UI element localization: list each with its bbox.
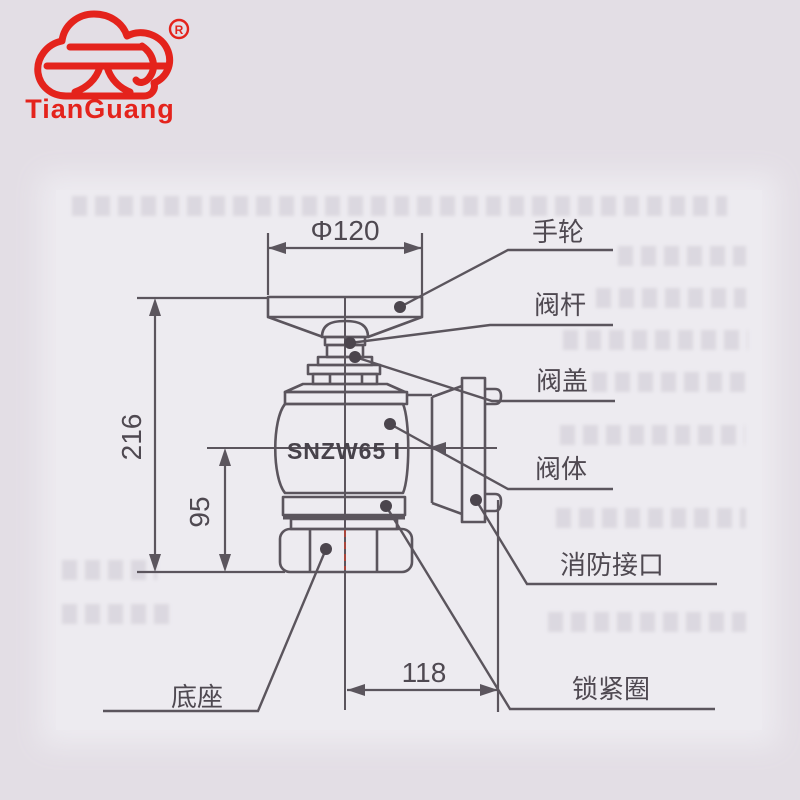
leader-handwheel bbox=[399, 248, 613, 309]
anchor-dot-fire-connection bbox=[470, 494, 482, 506]
outlet-flange bbox=[460, 376, 487, 524]
anchor-dot-valve-stem bbox=[344, 337, 356, 349]
svg-text:R: R bbox=[175, 23, 184, 37]
bleed-through-text bbox=[618, 246, 746, 266]
logo-char-stroke bbox=[103, 63, 134, 96]
bleed-through-text bbox=[72, 196, 727, 216]
model-marking: SNZW65 I bbox=[287, 438, 401, 464]
leader-lock-ring bbox=[384, 505, 715, 711]
base-hex-facets bbox=[308, 530, 379, 571]
bleed-through-text bbox=[592, 372, 747, 392]
bleed-through-text bbox=[596, 288, 746, 308]
brand-name: TianGuang bbox=[25, 94, 175, 124]
bonnet-hex-facets bbox=[328, 374, 364, 384]
label-base: 底座 bbox=[171, 682, 223, 712]
bleed-through-text bbox=[560, 425, 745, 445]
phi120-extension-lines bbox=[266, 233, 424, 310]
logo-char-stroke bbox=[132, 42, 157, 86]
label-valve-stem: 阀杆 bbox=[534, 290, 586, 320]
logo-cloud-outline bbox=[34, 10, 174, 100]
valve-body-outline bbox=[273, 402, 410, 495]
bleed-through-text bbox=[62, 560, 157, 580]
anchor-dot-valve-body bbox=[384, 418, 396, 430]
leader-valve-stem bbox=[349, 323, 613, 345]
anchor-dot-base bbox=[320, 543, 332, 555]
brand-logo: R TianGuang bbox=[18, 5, 258, 140]
bleed-through-text bbox=[62, 604, 172, 624]
outlet-pipe bbox=[430, 384, 463, 516]
label-lock-ring: 锁紧圈 bbox=[572, 674, 650, 704]
bleed-through-text bbox=[556, 508, 746, 528]
anchor-dot-lock-ring bbox=[380, 500, 392, 512]
label-valve-body: 阀体 bbox=[535, 454, 587, 484]
leader-valve-cover bbox=[354, 355, 615, 403]
dim-95-label: 95 bbox=[184, 496, 215, 527]
label-handwheel: 手轮 bbox=[532, 217, 584, 247]
leader-base bbox=[103, 548, 328, 713]
dim-216-label: 216 bbox=[116, 414, 147, 461]
bleed-through-text bbox=[563, 330, 748, 350]
handwheel-underside bbox=[267, 315, 423, 339]
dim-phi120-label: Φ120 bbox=[310, 215, 379, 246]
label-fire-connection: 消防接口 bbox=[560, 550, 664, 580]
leader-fire-connection bbox=[474, 499, 717, 586]
leader-valve-body bbox=[389, 422, 613, 491]
dim-118-label: 118 bbox=[402, 657, 447, 688]
anchor-dot-valve-cover bbox=[349, 351, 361, 363]
outlet-lug-top bbox=[485, 387, 503, 406]
label-valve-cover: 阀盖 bbox=[536, 366, 588, 396]
bleed-through-text bbox=[548, 612, 746, 632]
registered-mark-icon: R bbox=[168, 18, 190, 40]
logo-char-stroke bbox=[71, 63, 104, 96]
anchor-dot-handwheel bbox=[394, 301, 406, 313]
